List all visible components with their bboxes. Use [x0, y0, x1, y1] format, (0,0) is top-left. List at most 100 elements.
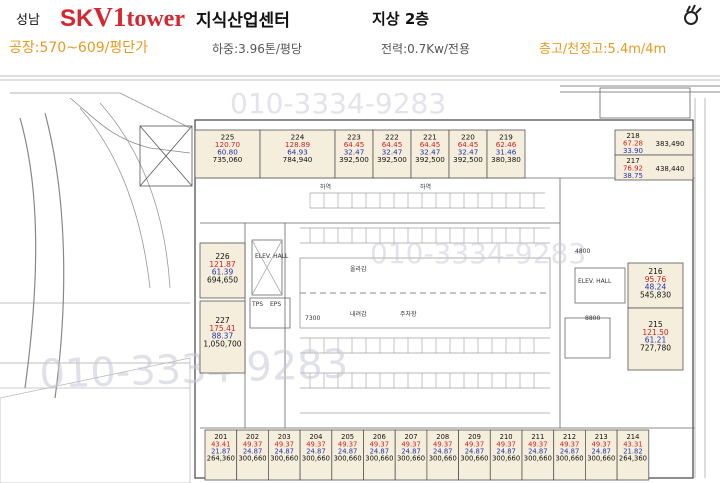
unit-214-price: 264,360 — [619, 455, 647, 463]
unit-226-box — [199, 242, 246, 299]
unit-207-price: 300,660 — [397, 455, 425, 463]
unit-222-id: 222 — [385, 133, 399, 142]
header: 성남 SKV1tower 지식산업센터 지상 2층 공장:570~609/평단가… — [0, 0, 720, 58]
unit-206-area-b: 24.87 — [370, 447, 389, 455]
unit-207-area-b: 24.87 — [401, 447, 420, 455]
parking-label: 주차장 — [400, 310, 417, 318]
unit-223-box — [334, 129, 374, 179]
ramp-down-label: 내려감 — [350, 310, 367, 318]
unit-213-price: 300,660 — [587, 455, 615, 463]
unit-208-id: 208 — [436, 433, 449, 441]
unit-215-price: 727,780 — [640, 344, 671, 353]
unit-218-id: 218 — [626, 132, 639, 140]
unit-206-price: 300,660 — [365, 455, 393, 463]
unit-224-box — [259, 129, 336, 179]
unit-202-area-a: 49.37 — [243, 440, 262, 448]
unit-204-box — [299, 429, 333, 481]
unit-208-area-b: 24.87 — [433, 447, 452, 455]
power-spec: 전력:0.7Kw/전용 — [381, 42, 471, 56]
unit-225-id: 225 — [221, 133, 235, 142]
dim-7300: 7300 — [305, 315, 320, 322]
unit-219-id: 219 — [499, 133, 513, 142]
unit-225-price: 735,060 — [213, 155, 243, 164]
unit-216-area-b: 48.24 — [645, 283, 667, 292]
unit-223-price: 392,500 — [339, 155, 369, 164]
unit-208-box — [426, 429, 459, 481]
unit-201-id: 201 — [214, 433, 227, 441]
unit-226-area-a: 121.87 — [209, 260, 235, 269]
unit-217-box — [614, 154, 694, 181]
unit-210-id: 210 — [500, 433, 513, 441]
unit-210-area-a: 49.37 — [496, 440, 515, 448]
unit-219-box — [486, 129, 526, 179]
unit-217-area-b: 38.75 — [623, 172, 643, 180]
unit-210-box — [489, 429, 523, 481]
unit-204-area-b: 24.87 — [306, 447, 325, 455]
unit-207-box — [394, 429, 428, 481]
unit-221-price: 392,500 — [415, 155, 445, 164]
floor-load: 하중:3.96톤/평당 — [212, 42, 303, 56]
unit-226-area-b: 61.39 — [212, 268, 234, 277]
unit-201-area-b: 21.87 — [211, 447, 230, 455]
unit-208-price: 300,660 — [429, 455, 457, 463]
unit-212-id: 212 — [563, 433, 576, 441]
unit-203-id: 203 — [278, 433, 291, 441]
unit-214-box — [616, 429, 650, 481]
unit-227-area-b: 88.37 — [212, 332, 234, 341]
elev-hall-right: ELEV. HALL — [578, 278, 612, 285]
unit-218-area-b: 33.90 — [623, 147, 643, 155]
tps-label: TPS — [251, 301, 263, 308]
unit-206-box — [363, 429, 396, 481]
unit-224-area-b: 64.93 — [287, 148, 308, 157]
unit-215-id: 215 — [648, 320, 663, 329]
unit-212-area-b: 24.87 — [560, 447, 579, 455]
unit-208-area-a: 49.37 — [433, 440, 452, 448]
floor-title: 지상 2층 — [372, 10, 430, 28]
watermark-top: 010-3334-9283 — [230, 87, 446, 120]
unit-205-area-a: 49.37 — [338, 440, 357, 448]
unit-223-area-a: 64.45 — [344, 140, 365, 149]
unit-206-id: 206 — [373, 433, 386, 441]
unit-201-price: 264,360 — [207, 455, 235, 463]
unit-227-price: 1,050,700 — [203, 340, 241, 349]
unit-209-id: 209 — [468, 433, 481, 441]
unit-213-area-b: 24.87 — [592, 447, 611, 455]
unit-225-area-b: 60.80 — [217, 148, 238, 157]
unit-222-price: 392,500 — [377, 155, 407, 164]
unit-225-area-a: 120.70 — [215, 140, 241, 149]
unit-groups: 225120.7060.80735,060224128.8964.93784,9… — [194, 129, 694, 481]
unit-215-area-b: 61.21 — [645, 336, 667, 345]
unit-222-area-b: 32.47 — [382, 148, 403, 157]
unit-226-price: 694,650 — [207, 276, 238, 285]
elev-hall-left: ELEV. HALL — [255, 253, 289, 260]
unit-224-area-a: 128.89 — [285, 140, 311, 149]
unit-221-area-b: 32.47 — [420, 148, 441, 157]
dim-4800: 4800 — [575, 248, 590, 255]
unit-202-price: 300,660 — [238, 455, 266, 463]
unit-218-area-a: 67.28 — [623, 140, 643, 148]
unit-214-area-a: 43.31 — [623, 440, 642, 448]
unit-224-id: 224 — [291, 133, 305, 142]
unit-210-area-b: 24.87 — [496, 447, 515, 455]
unit-217-price: 438,440 — [656, 165, 685, 173]
unit-215-box — [627, 307, 684, 371]
unit-211-area-b: 24.87 — [528, 447, 547, 455]
ramp-up-label: 올라감 — [350, 265, 367, 273]
unit-219-area-a: 62.46 — [496, 140, 517, 149]
unit-210-price: 300,660 — [492, 455, 520, 463]
unit-217-area-a: 76.92 — [623, 165, 643, 173]
unit-203-price: 300,660 — [270, 455, 298, 463]
